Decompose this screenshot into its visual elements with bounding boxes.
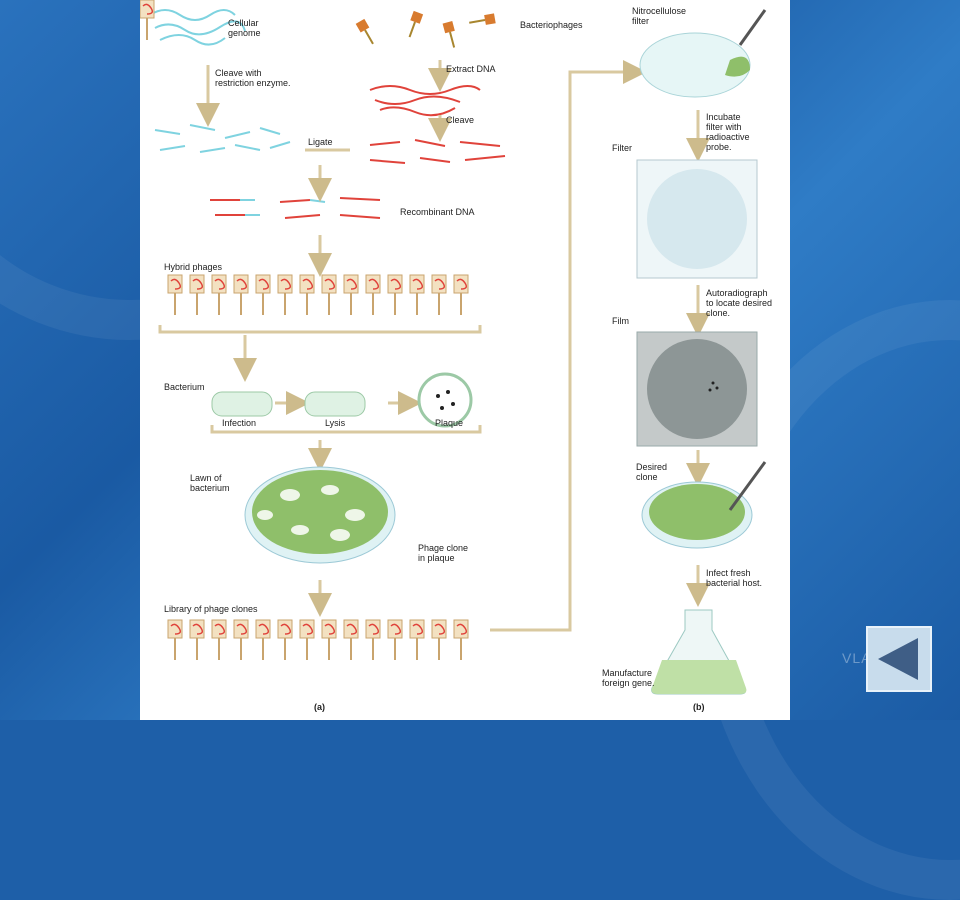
lawn-dish xyxy=(244,466,396,564)
hybrid-phage-row xyxy=(140,0,469,316)
figure-panel: Cellular genome Bacteriophages Cleave wi… xyxy=(140,0,790,720)
filter-square xyxy=(636,159,758,279)
label-desired-clone: Desired clone xyxy=(636,462,668,482)
label-incubate: Incubate filter with radioactive probe. xyxy=(706,112,750,152)
label-bacteriophages: Bacteriophages xyxy=(520,20,583,30)
infection-cycle xyxy=(211,372,473,428)
label-recombinant-dna: Recombinant DNA xyxy=(400,207,475,217)
label-infection: Infection xyxy=(222,418,257,428)
label-ligate: Ligate xyxy=(308,137,333,147)
panel-label-a: (a) xyxy=(314,702,325,712)
nitrocellulose-dish xyxy=(639,9,767,98)
recombinant-dna xyxy=(210,197,381,219)
label-film: Film xyxy=(612,316,629,326)
label-cellular-genome: Cellular genome xyxy=(228,18,261,38)
label-extract-dna: Extract DNA xyxy=(446,64,496,74)
genome-fragments xyxy=(154,124,291,153)
cloning-diagram xyxy=(140,0,767,695)
label-library: Library of phage clones xyxy=(164,604,258,614)
label-nitrocellulose: Nitrocellulose filter xyxy=(632,6,687,26)
label-filter: Filter xyxy=(612,143,632,153)
back-triangle-icon xyxy=(878,638,918,680)
bracket-lines xyxy=(158,60,647,632)
label-hybrid-phages: Hybrid phages xyxy=(164,262,223,272)
back-button[interactable] xyxy=(866,626,932,692)
phage-dna xyxy=(369,85,506,164)
desired-clone-dish xyxy=(641,461,767,549)
label-cleave-enzyme: Cleave with restriction enzyme. xyxy=(215,68,291,88)
film-square xyxy=(636,331,758,447)
label-cleave: Cleave xyxy=(446,115,475,125)
panel-label-b: (b) xyxy=(693,702,705,712)
label-manufacture: Manufacture foreign gene. xyxy=(602,668,655,688)
label-plaque: Plaque xyxy=(435,418,464,428)
flask xyxy=(651,609,747,695)
bacteriophage-icons xyxy=(355,10,496,48)
label-infect: Infect fresh bacterial host. xyxy=(706,568,763,588)
label-autoradiograph: Autoradiograph to locate desired clone. xyxy=(706,288,773,318)
library-phage-row xyxy=(167,619,469,661)
label-lysis: Lysis xyxy=(325,418,346,428)
label-phage-clone: Phage clone in plaque xyxy=(418,543,469,563)
flow-arrows-a xyxy=(196,60,452,617)
label-bacterium: Bacterium xyxy=(164,382,205,392)
label-lawn: Lawn of bacterium xyxy=(190,473,230,493)
genome-strands xyxy=(149,9,246,46)
